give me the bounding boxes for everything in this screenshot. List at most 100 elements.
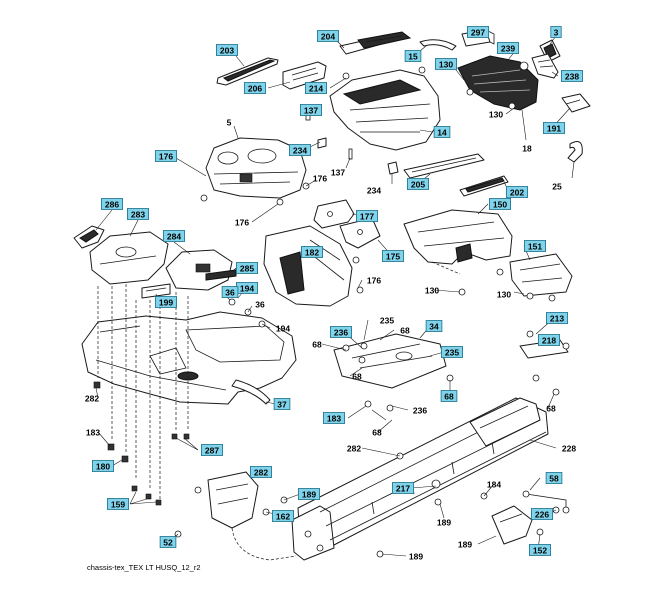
callout-189: 189 xyxy=(437,518,451,528)
callout-130: 130 xyxy=(434,58,457,70)
part-5-dash-console xyxy=(200,137,310,202)
callout-box xyxy=(243,82,266,94)
callout-box xyxy=(505,186,528,198)
callout-box xyxy=(316,30,339,42)
callout-number: 15 xyxy=(408,52,418,62)
part-284-fender-cover xyxy=(165,249,233,291)
callout-191: 191 xyxy=(543,122,566,134)
part-14-hood xyxy=(329,69,441,151)
callout-number: 189 xyxy=(409,552,423,562)
callout-number: 151 xyxy=(528,242,542,252)
callout-box xyxy=(273,398,291,410)
callout-282: 282 xyxy=(85,394,99,404)
callout-box xyxy=(127,208,150,220)
part-286-cap xyxy=(73,225,105,249)
callout-183: 183 xyxy=(322,412,345,424)
callout-number: 226 xyxy=(535,510,549,520)
callout-number: 194 xyxy=(276,324,290,334)
callout-14: 14 xyxy=(433,126,451,138)
callout-number: 152 xyxy=(533,546,547,556)
callout-285: 285 xyxy=(235,262,258,274)
callout-number: 36 xyxy=(225,288,235,298)
callout-number: 180 xyxy=(96,462,110,472)
callout-number: 191 xyxy=(547,124,561,134)
callout-number: 282 xyxy=(254,468,268,478)
callout-number: 137 xyxy=(304,106,318,116)
callout-36: 36 xyxy=(255,300,265,310)
callout-number: 58 xyxy=(549,474,559,484)
cable-run-front xyxy=(431,261,461,275)
callout-number: 238 xyxy=(565,72,579,82)
callout-number: 176 xyxy=(159,152,173,162)
callout-number: 5 xyxy=(227,118,232,128)
callout-number: 34 xyxy=(429,322,439,332)
part-234-clips xyxy=(317,137,399,175)
callout-box xyxy=(543,122,566,134)
callout-number: 218 xyxy=(542,336,556,346)
callout-box xyxy=(215,44,238,56)
part-chassis-frame xyxy=(291,397,549,561)
callout-number: 202 xyxy=(510,188,524,198)
callout-box xyxy=(271,510,294,522)
callout-number: 206 xyxy=(248,84,262,94)
callout-box xyxy=(524,240,547,252)
callout-number: 234 xyxy=(293,146,307,156)
callout-68: 68 xyxy=(352,372,362,382)
callout-number: 182 xyxy=(305,248,319,258)
callout-number: 130 xyxy=(439,60,453,70)
part-199-decal xyxy=(141,283,171,299)
callout-203: 203 xyxy=(215,44,238,56)
callout-297: 297 xyxy=(466,26,489,38)
cable-run-rear xyxy=(231,527,297,561)
callout-box xyxy=(101,198,124,210)
callout-box xyxy=(440,390,458,402)
callout-number: 287 xyxy=(205,446,219,456)
callout-box xyxy=(488,198,511,210)
callout-number: 184 xyxy=(487,480,501,490)
callout-189: 189 xyxy=(297,488,320,500)
callout-number: 228 xyxy=(562,444,576,454)
callout-213: 213 xyxy=(546,312,569,324)
callout-184: 184 xyxy=(487,480,501,490)
callout-box xyxy=(299,104,322,116)
part-15-trim xyxy=(419,39,457,51)
callout-box xyxy=(322,412,345,424)
callout-number: 68 xyxy=(372,428,382,438)
callout-number: 14 xyxy=(437,128,447,138)
callout-box xyxy=(300,246,323,258)
callout-number: 159 xyxy=(111,500,125,510)
callout-number: 189 xyxy=(458,540,472,550)
callout-number: 235 xyxy=(380,316,394,326)
callout-box xyxy=(381,250,404,262)
callout-number: 297 xyxy=(471,28,485,38)
screw-guides xyxy=(97,284,189,500)
callout-box xyxy=(154,296,177,308)
callout-number: 68 xyxy=(444,392,454,402)
callout-68: 68 xyxy=(312,340,322,350)
part-205-strip xyxy=(403,153,485,179)
callout-36: 36 xyxy=(221,286,239,298)
callout-number: 235 xyxy=(445,348,459,358)
callout-box xyxy=(288,144,311,156)
callout-number: 175 xyxy=(386,252,400,262)
part-206-panel xyxy=(282,61,327,90)
callout-214: 214 xyxy=(304,82,327,94)
callout-number: 176 xyxy=(367,276,381,286)
callout-number: 204 xyxy=(321,32,335,42)
callout-number: 284 xyxy=(167,232,181,242)
part-34-seat-plate xyxy=(333,333,447,408)
callout-number: 282 xyxy=(347,444,361,454)
part-285-plate xyxy=(205,269,237,281)
callout-37: 37 xyxy=(273,398,291,410)
callout-176: 176 xyxy=(313,174,327,184)
part-217-rod xyxy=(522,490,570,514)
callout-189: 189 xyxy=(458,540,472,550)
callout-239: 239 xyxy=(496,42,519,54)
callout-number: 150 xyxy=(493,200,507,210)
part-182-shroud xyxy=(263,225,353,307)
callout-number: 199 xyxy=(159,298,173,308)
callout-137: 137 xyxy=(299,104,322,116)
callout-151: 151 xyxy=(524,240,547,252)
callout-180: 180 xyxy=(92,460,115,472)
part-37-trim xyxy=(231,379,271,405)
